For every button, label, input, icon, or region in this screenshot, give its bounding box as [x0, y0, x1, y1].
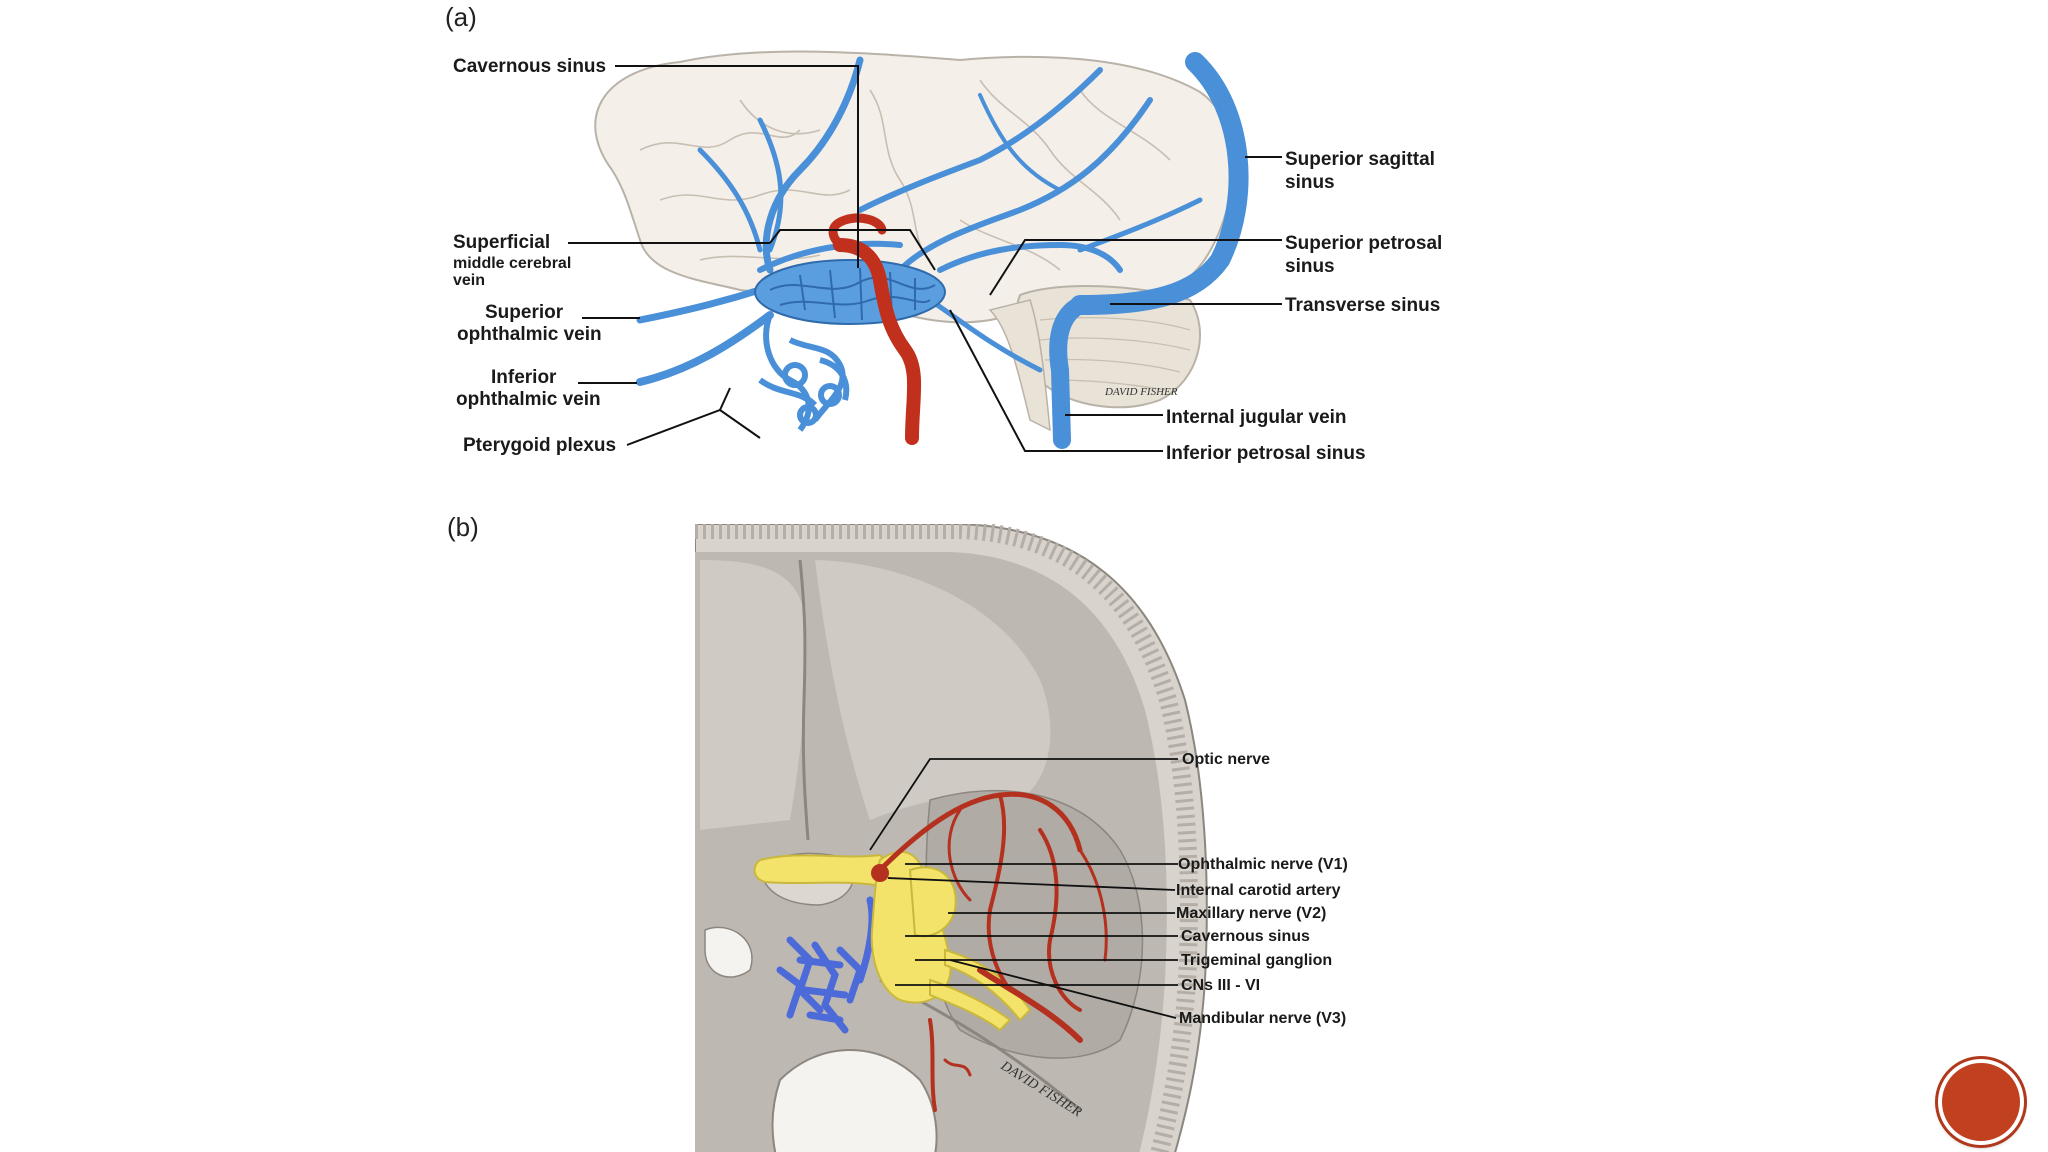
- label-internal-carotid: Internal carotid artery: [1176, 882, 1341, 899]
- arteries-b: [875, 791, 1108, 1112]
- label-optic-nerve: Optic nerve: [1182, 751, 1270, 768]
- label-mandibular-nerve: Mandibular nerve (V3): [1179, 1010, 1346, 1027]
- label-pterygoid-plexus: Pterygoid plexus: [463, 435, 616, 456]
- panel-a-signature: DAVID FISHER: [1104, 386, 1178, 398]
- cavernous-sinus-mesh: [754, 259, 946, 325]
- label-superficial-3: vein: [453, 272, 485, 289]
- label-cavernous-sinus-b: Cavernous sinus: [1181, 928, 1310, 945]
- panel-b-illustration: DAVID FISHER: [695, 524, 1208, 1152]
- label-sup-ophthalmic-2: ophthalmic vein: [457, 324, 602, 345]
- label-cns: CNs III - VI: [1181, 977, 1260, 994]
- brain-sulci: [639, 79, 1171, 271]
- label-inf-petrosal: Inferior petrosal sinus: [1166, 443, 1366, 464]
- label-transverse-sinus: Transverse sinus: [1285, 295, 1440, 316]
- label-superficial-2: middle cerebral: [453, 255, 571, 272]
- label-sup-petrosal-2: sinus: [1285, 256, 1335, 277]
- label-sup-ophthalmic-1: Superior: [485, 302, 564, 323]
- internal-carotid-a: [828, 213, 922, 445]
- panel-b-leaders: [869, 758, 1178, 1019]
- label-inf-ophthalmic-1: Inferior: [491, 367, 557, 388]
- panel-a-leaders: [568, 65, 1282, 452]
- label-inf-ophthalmic-2: ophthalmic vein: [456, 389, 601, 410]
- panel-b-letter: (b): [447, 512, 479, 542]
- pterygoid-plexus: [758, 313, 850, 432]
- label-sup-sagittal-1: Superior sagittal: [1285, 149, 1435, 170]
- label-maxillary-nerve: Maxillary nerve (V2): [1176, 905, 1326, 922]
- next-slide-button[interactable]: [1938, 1059, 2024, 1145]
- label-sup-sagittal-2: sinus: [1285, 172, 1335, 193]
- internal-carotid-b: [871, 864, 889, 882]
- label-superficial-1: Superficial: [453, 232, 550, 253]
- label-internal-jugular: Internal jugular vein: [1166, 407, 1347, 428]
- label-trigeminal-ganglion: Trigeminal ganglion: [1181, 952, 1332, 969]
- panel-a-illustration: DAVID FISHER: [594, 50, 1249, 449]
- optic-nerve-shape: [753, 853, 887, 887]
- panel-a-letter: (a): [445, 2, 477, 32]
- label-sup-petrosal-1: Superior petrosal: [1285, 233, 1442, 254]
- label-ophthalmic-nerve: Ophthalmic nerve (V1): [1178, 856, 1348, 873]
- label-cavernous-sinus-a: Cavernous sinus: [453, 56, 606, 77]
- venous-plexus-b: [776, 896, 876, 1034]
